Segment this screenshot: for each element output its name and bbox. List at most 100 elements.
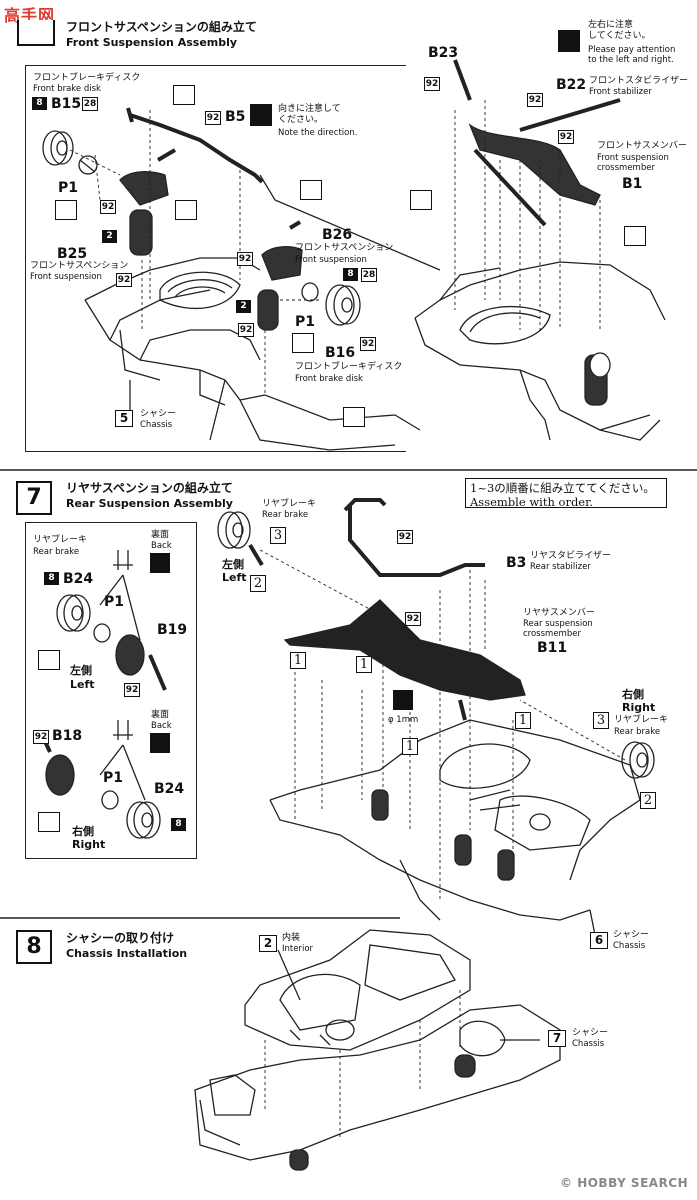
- tag-8: 8: [343, 268, 358, 281]
- b15-name-jp: フロントブレーキディスク: [33, 73, 141, 83]
- rear-brake2-jp: リヤブレーキ: [614, 715, 669, 725]
- left-side-en: Left: [70, 678, 95, 691]
- order-1: 1: [402, 738, 418, 755]
- tag-92: 92: [100, 200, 116, 214]
- part-b24: B24: [63, 571, 94, 587]
- step8-title-jp: シャシーの取り付け: [66, 931, 175, 945]
- b25-name-en: Front suspension: [30, 272, 102, 282]
- assembly-order-jp: 1~3の順番に組み立ててください。: [470, 481, 655, 495]
- step8-number-box: 8: [16, 930, 52, 964]
- interior-part-number: 2: [259, 935, 277, 952]
- interior-name-jp: 内装: [282, 933, 301, 943]
- step7-title-en: Rear Suspension Assembly: [66, 497, 233, 510]
- copyright-mark: ©: [560, 1176, 573, 1190]
- tag-92: 92: [558, 130, 574, 144]
- part-p1: P1: [58, 180, 79, 196]
- order-1: 1: [290, 652, 306, 669]
- tag-8: 8: [171, 818, 186, 831]
- chassis-name-jp: シャシー: [140, 409, 177, 419]
- tag-92: 92: [124, 683, 140, 697]
- chassis-part-number: 7: [548, 1030, 566, 1047]
- tag-92: 92: [237, 252, 253, 266]
- part-p1: P1: [104, 594, 125, 610]
- chassis-name-en: Chassis: [140, 420, 173, 430]
- order-3: 3: [270, 527, 286, 544]
- step6-number-box: [17, 20, 55, 46]
- b1-name-jp: フロントサスメンバー: [597, 141, 687, 151]
- part-b25: B25: [57, 246, 88, 262]
- glue-icon: [175, 200, 197, 220]
- order-2: 2: [250, 575, 266, 592]
- back2-jp: 裏面: [151, 710, 170, 720]
- tag-92: 92: [527, 93, 543, 107]
- part-p1: P1: [103, 770, 124, 786]
- part-b26: B26: [322, 227, 353, 243]
- part-b15: B15: [51, 96, 82, 112]
- tag-92: 92: [360, 337, 376, 351]
- part-b5: B5: [225, 109, 246, 125]
- tag-92: 92: [424, 77, 440, 91]
- order-2: 2: [640, 792, 656, 809]
- rear-brake-jp: リヤブレーキ: [262, 499, 317, 509]
- back-en: Back: [151, 541, 172, 551]
- chassis-part-number: 5: [115, 410, 133, 427]
- tag-92: 92: [397, 530, 413, 544]
- back2-en: Back: [151, 721, 172, 731]
- b26-name-jp: フロントサスペンション: [295, 243, 394, 253]
- order-1: 1: [515, 712, 531, 729]
- part-b23: B23: [428, 45, 459, 61]
- right-side-en: Right: [72, 838, 106, 851]
- b11-name-en: Rear suspension crossmember: [523, 619, 593, 639]
- drill-icon: [393, 690, 413, 710]
- brand-text: HOBBY SEARCH: [577, 1176, 689, 1190]
- right-side-jp: 右側: [72, 825, 94, 838]
- glue-icon: [300, 180, 322, 200]
- chassis-name-jp: シャシー: [572, 1028, 609, 1038]
- b26-name-en: Front suspension: [295, 255, 367, 265]
- b11-name-jp: リヤサスメンバー: [523, 608, 595, 618]
- order-1: 1: [356, 656, 372, 673]
- step7-left-panel: [25, 522, 197, 859]
- glue-icon: [38, 812, 60, 832]
- glue-icon: [343, 407, 365, 427]
- paint-icon: [150, 733, 170, 753]
- rear-brake-jp: リヤブレーキ: [33, 535, 88, 545]
- rear-brake-en: Rear brake: [262, 510, 309, 520]
- glue-icon: [292, 333, 314, 353]
- chassis-name-en: Chassis: [613, 941, 646, 951]
- part-p1: P1: [295, 314, 316, 330]
- part-b1: B1: [622, 176, 643, 192]
- chassis-name-en: Chassis: [572, 1039, 605, 1049]
- step6-title-en: Front Suspension Assembly: [66, 36, 238, 49]
- chassis-name-jp: シャシー: [613, 930, 650, 940]
- chassis-part-number: 6: [590, 932, 608, 949]
- part-b19: B19: [157, 622, 188, 638]
- paint-icon: [150, 553, 170, 573]
- left-side-jp: 左側: [70, 664, 92, 677]
- tag-2: 2: [236, 300, 251, 313]
- note-left-right-en: Please pay attention to the left and rig…: [588, 45, 676, 65]
- left-side-jp: 左側: [222, 558, 244, 571]
- tag-28: 28: [82, 97, 98, 111]
- glue-icon: [55, 200, 77, 220]
- step6-title-jp: フロントサスペンションの組み立て: [66, 20, 257, 34]
- part-b22: B22: [556, 77, 587, 93]
- right-side-jp: 右側: [622, 688, 644, 701]
- rear-brake-en: Rear brake: [33, 547, 80, 557]
- tag-92: 92: [405, 612, 421, 626]
- tag-92: 92: [238, 323, 254, 337]
- part-b24: B24: [154, 781, 185, 797]
- b22-name-en: Front stabilizer: [589, 87, 652, 97]
- note-left-right-jp: 左右に注意 してください。: [588, 20, 651, 41]
- step6-left-frame: [25, 65, 406, 452]
- note-direction-en: Note the direction.: [278, 128, 358, 138]
- tag-92: 92: [205, 111, 221, 125]
- order-3: 3: [593, 712, 609, 729]
- tag-2: 2: [102, 230, 117, 243]
- left-side-en: Left: [222, 571, 247, 584]
- b16-name-en: Front brake disk: [295, 374, 363, 384]
- part-b18: B18: [52, 728, 83, 744]
- step7-number-box: 7: [16, 481, 52, 515]
- part-b11: B11: [537, 640, 568, 656]
